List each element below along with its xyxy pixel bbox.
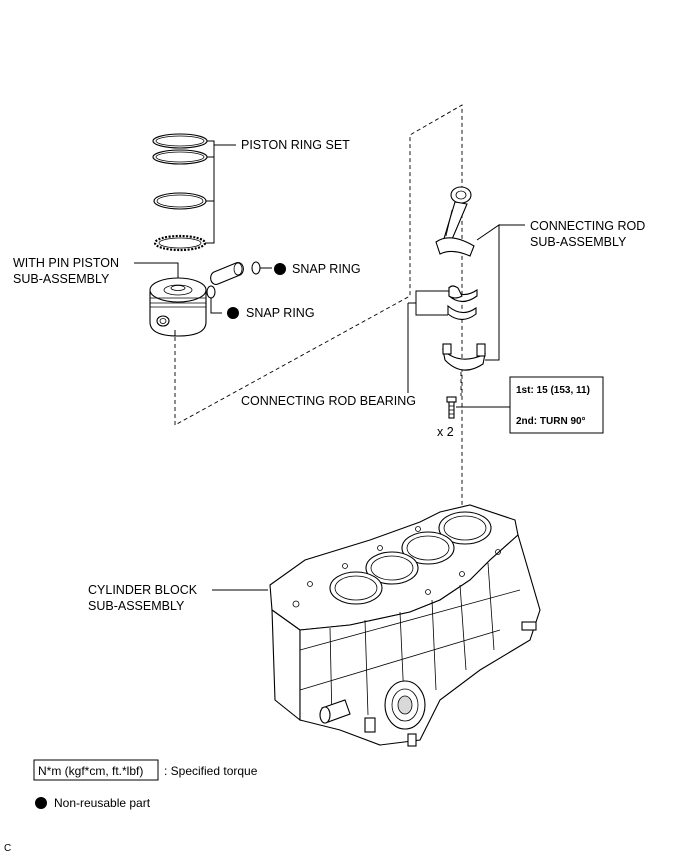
snap-ring-upper-label: SNAP RING [292, 262, 361, 276]
piston-ring-second-icon [153, 192, 207, 210]
non-reusable-marker-icon [274, 263, 286, 275]
connecting-rod-icon [435, 186, 475, 257]
connecting-rod-label-line2: SUB-ASSEMBLY [530, 235, 627, 249]
legend: N*m (kgf*cm, ft.*lbf) : Specified torque… [33, 759, 258, 810]
torque-second-step: 2nd: TURN 90° [516, 416, 586, 427]
piston-ring-set-label: PISTON RING SET [241, 138, 350, 152]
snap-ring-lower-label: SNAP RING [246, 306, 315, 320]
connecting-rod-leader-lines [407, 224, 525, 408]
non-reusable-legend-icon [35, 797, 47, 809]
snap-ring-upper-icon [251, 261, 261, 275]
piston-pin-icon [210, 262, 244, 285]
bolt-quantity-label: x 2 [437, 425, 454, 439]
connecting-rod-label-line1: CONNECTING ROD [530, 219, 645, 233]
connecting-rod-cap-icon [442, 343, 486, 371]
non-reusable-description: Non-reusable part [54, 796, 151, 810]
rod-bearing-lower-icon [447, 304, 477, 321]
torque-first-step: 1st: 15 (153, 11) [516, 385, 590, 396]
piston-leader-lines [134, 262, 272, 336]
cylinder-block-icon [269, 504, 541, 747]
torque-unit-box [33, 759, 159, 781]
rod-bearing-upper-icon [448, 285, 478, 303]
connecting-rod-bearing-label: CONNECTING ROD BEARING [241, 394, 416, 408]
non-reusable-marker-icon [227, 307, 239, 319]
piston-icon [149, 277, 207, 337]
piston-ring-top-icon [152, 133, 208, 165]
torque-spec-box: 1st: 15 (153, 11) 2nd: TURN 90° [509, 376, 604, 434]
with-pin-piston-label-line2: SUB-ASSEMBLY [13, 272, 110, 286]
piston-oil-ring-icon [153, 234, 207, 252]
with-pin-piston-label-line1: WITH PIN PISTON [13, 256, 119, 270]
torque-unit-description: : Specified torque [164, 764, 258, 778]
torque-unit-text: N*m (kgf*cm, ft.*lbf) [38, 764, 143, 778]
snap-ring-lower-icon [206, 285, 216, 299]
assembly-reference-dashed-outline [174, 104, 463, 505]
rod-bolt-icon [446, 396, 457, 419]
cylinder-block-label-line1: CYLINDER BLOCK [88, 583, 198, 597]
piston-ring-leader-lines [205, 140, 236, 244]
figure-code: C [4, 843, 11, 854]
cylinder-block-label-line2: SUB-ASSEMBLY [88, 599, 185, 613]
